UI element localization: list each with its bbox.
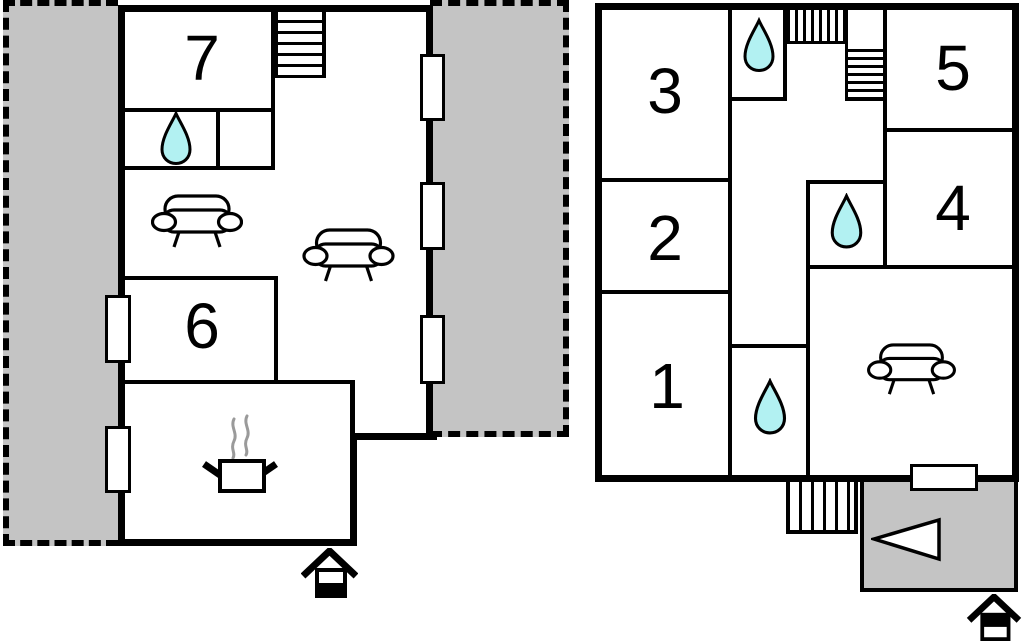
- wall-living-left: [806, 180, 810, 475]
- wall-outer-top: [118, 5, 433, 12]
- wall-stairs-runA-bottom: [787, 41, 845, 44]
- window-icon: [420, 54, 445, 121]
- wall-bathroom-bottom: [122, 166, 275, 170]
- wall-room4-left: [883, 128, 887, 269]
- wall-room5-left: [883, 10, 887, 132]
- entrance-house-icon: [966, 594, 1022, 641]
- wall-room2-room1: [602, 290, 728, 294]
- wall-outer-left: [595, 3, 602, 482]
- wall-topbath-bottom: [732, 97, 787, 101]
- stairs-icon: [274, 12, 326, 78]
- window-icon: [420, 315, 445, 384]
- wall-room3-room2: [602, 178, 728, 182]
- wall-room7-right: [271, 5, 275, 170]
- wall-topbath-right: [783, 10, 787, 100]
- room-label-2: 2: [647, 202, 683, 274]
- stairs-icon: [786, 482, 858, 534]
- stairs-icon: [787, 10, 845, 41]
- water-drop-icon: [159, 110, 193, 167]
- wall-midbath-top: [810, 180, 883, 184]
- wall-stairs-divider: [845, 10, 848, 101]
- room-label-5: 5: [935, 32, 971, 104]
- wall-room6-right: [274, 276, 278, 384]
- window-icon: [420, 182, 445, 250]
- sofa-icon: [302, 228, 395, 285]
- wall-outer-left: [118, 5, 125, 546]
- wall-step-horizontal: [350, 433, 437, 440]
- wall-corridor-left: [728, 10, 732, 475]
- wall-stairs-runB-bottom: [848, 97, 883, 101]
- wall-kitchen-right: [350, 380, 355, 437]
- water-drop-icon: [752, 378, 788, 436]
- wall-outer-right: [1012, 3, 1019, 482]
- water-drop-icon: [742, 17, 776, 74]
- wall-outer-top: [595, 3, 1019, 10]
- wall-outer-bottom: [595, 475, 1019, 482]
- stairs-icon: [848, 44, 883, 97]
- wall-room5-room4: [887, 128, 1012, 132]
- room-label-4: 4: [935, 172, 971, 244]
- wall-outer-bottom: [118, 539, 357, 546]
- room-label-3: 3: [647, 55, 683, 127]
- stove-pot-icon: [200, 413, 280, 493]
- arrow-left-icon: [871, 517, 943, 562]
- window-icon: [105, 295, 131, 363]
- room-label-7: 7: [184, 22, 220, 94]
- window-icon: [105, 426, 131, 493]
- terrace-zone-left: [3, 0, 118, 546]
- wall-step-vertical: [350, 437, 357, 546]
- sofa-icon: [865, 343, 958, 398]
- room-label-6: 6: [184, 290, 220, 362]
- entrance-house-icon: [301, 548, 358, 598]
- wall-bathroom-top: [122, 108, 275, 112]
- wall-living-top: [810, 265, 1012, 269]
- wall-room6-top: [122, 276, 278, 280]
- wall-bathroom-divider: [216, 108, 220, 170]
- terrace-zone-right: [430, 0, 569, 437]
- room-label-1: 1: [649, 350, 685, 422]
- water-drop-icon: [829, 193, 864, 250]
- wall-kitchen-top: [122, 380, 354, 384]
- window-icon: [910, 464, 978, 491]
- wall-bottombath-top: [732, 344, 806, 348]
- sofa-icon: [151, 194, 243, 251]
